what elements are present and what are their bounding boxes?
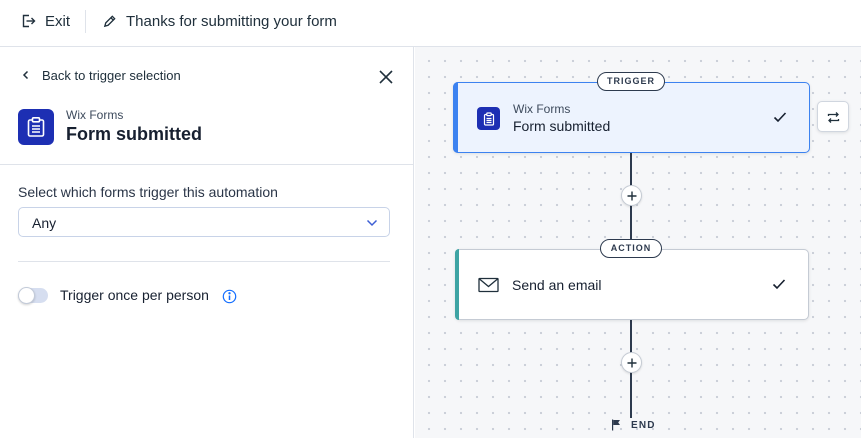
close-icon [379, 70, 393, 84]
back-label: Back to trigger selection [42, 67, 181, 83]
swap-icon [827, 112, 840, 123]
close-panel-button[interactable] [377, 68, 395, 86]
end-marker: END [611, 418, 656, 432]
mail-icon [478, 277, 499, 293]
chevron-left-icon [22, 70, 29, 80]
plus-icon [627, 358, 637, 368]
chevron-down-icon [366, 219, 378, 227]
action-title: Send an email [512, 277, 602, 293]
top-divider [85, 10, 86, 33]
trigger-once-label: Trigger once per person [60, 287, 209, 303]
trigger-name: Form submitted [66, 124, 203, 144]
form-select-dropdown[interactable]: Any [18, 207, 390, 237]
toggle-knob [18, 287, 35, 304]
trigger-title: Form submitted [513, 118, 611, 134]
pencil-icon [103, 14, 116, 27]
trigger-pill: TRIGGER [597, 72, 665, 91]
clipboard-icon [27, 116, 45, 137]
trigger-card-accent [453, 82, 458, 153]
wix-forms-app-icon [18, 109, 54, 145]
add-step-button[interactable] [621, 185, 642, 206]
panel-divider [0, 164, 413, 165]
check-icon [772, 279, 786, 290]
clipboard-icon [483, 111, 494, 126]
trigger-app-name: Wix Forms [513, 102, 571, 116]
app-name: Wix Forms [66, 108, 124, 122]
trigger-card[interactable]: Wix Forms Form submitted [453, 82, 810, 153]
exit-label: Exit [45, 12, 71, 30]
form-select-label: Select which forms trigger this automati… [18, 184, 278, 200]
automation-title[interactable]: Thanks for submitting your form [102, 11, 337, 31]
info-icon[interactable] [222, 289, 237, 304]
form-select-value: Any [32, 215, 57, 231]
action-pill: ACTION [600, 239, 662, 258]
end-label: END [631, 419, 656, 431]
exit-button[interactable]: Exit [20, 11, 70, 31]
action-card-accent [455, 249, 459, 320]
plus-icon [627, 191, 637, 201]
trigger-once-toggle[interactable] [18, 287, 48, 304]
top-bar: Exit Thanks for submitting your form [0, 0, 861, 47]
check-icon [773, 112, 787, 123]
swap-trigger-button[interactable] [817, 101, 849, 132]
flag-icon [612, 419, 620, 431]
exit-icon [22, 14, 36, 28]
trigger-settings-panel: Back to trigger selection Wix Forms Form… [0, 47, 414, 438]
action-card[interactable]: Send an email [455, 249, 809, 320]
back-to-trigger-selection-link[interactable]: Back to trigger selection [20, 66, 181, 84]
add-step-button[interactable] [621, 352, 642, 373]
wix-forms-card-icon [477, 107, 500, 130]
settings-divider [18, 261, 390, 262]
automation-title-text: Thanks for submitting your form [126, 12, 337, 30]
